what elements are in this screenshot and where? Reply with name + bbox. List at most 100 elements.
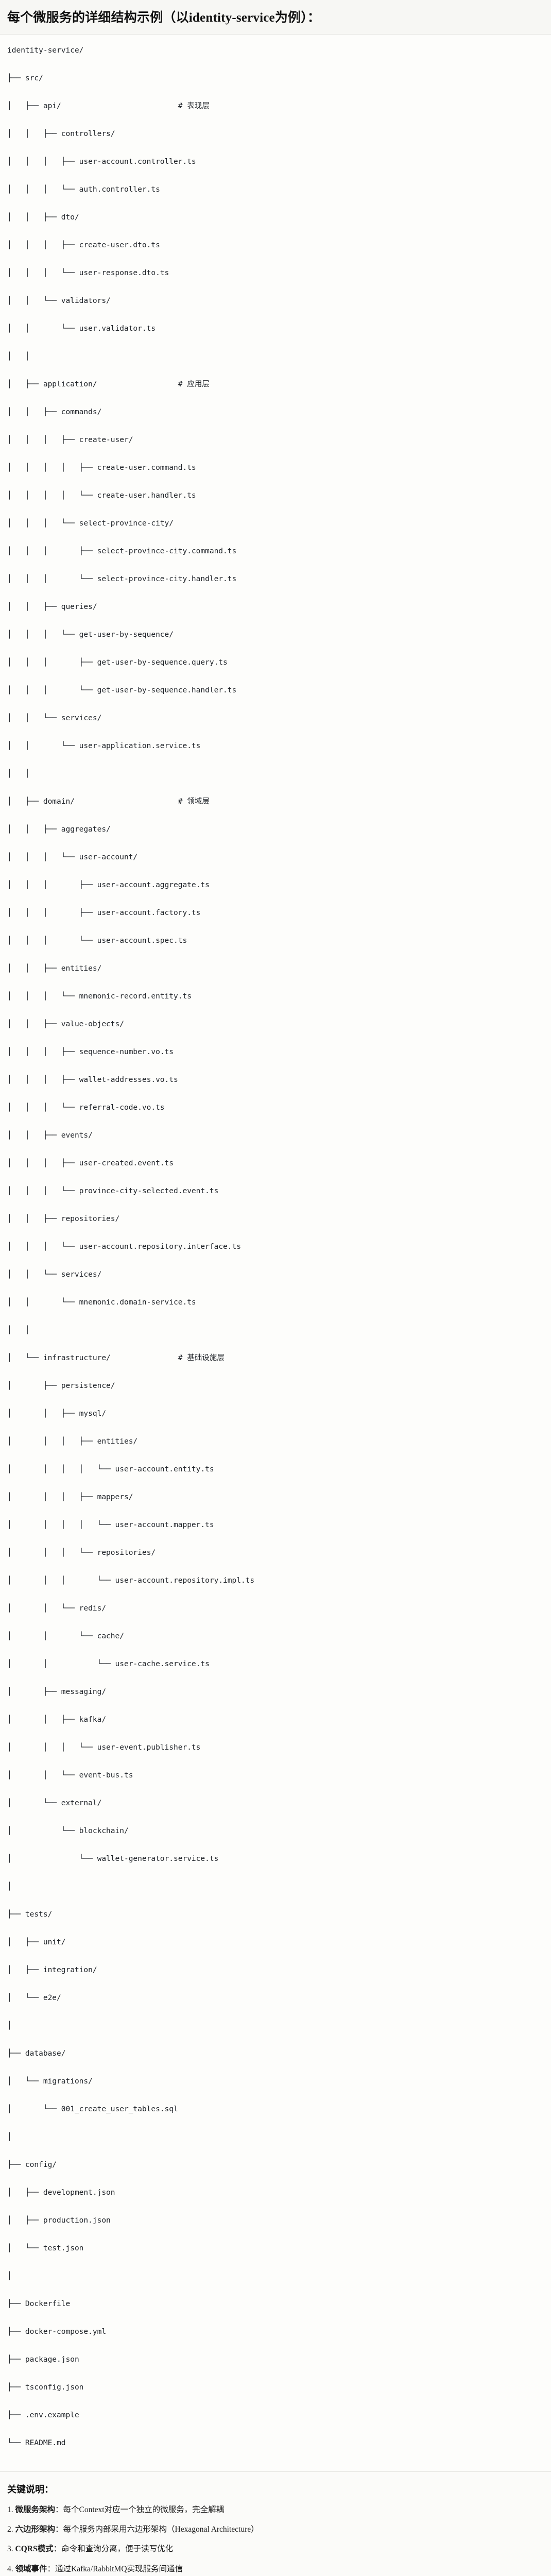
tree-line: │ │ └── cache/ [7,1632,124,1640]
tree-line: │ └── e2e/ [7,1993,61,2002]
tree-line-comment: # 应用层 [178,380,210,388]
tree-line: ├── tsconfig.json [7,2383,84,2392]
tree-line: │ [7,1882,12,1891]
key-note-description: 命令和查询分离，便于读写优化 [61,2545,174,2554]
key-note-item: 2. 六边形架构：每个服务内部采用六边形架构（Hexagonal Archite… [7,2523,544,2535]
directory-tree: identity-service/ ├── src/ │ ├── api/ # … [0,44,551,2464]
tree-line: │ │ [7,352,30,361]
tree-line: │ │ │ └── mnemonic-record.entity.ts [7,992,192,1001]
tree-line: │ │ └── event-bus.ts [7,1771,133,1780]
tree-line-comment: # 基础设施层 [178,1353,225,1362]
key-note-description: 每个服务内部采用六边形架构（Hexagonal Architecture） [63,2525,259,2534]
tree-line: │ │ ├── entities/ [7,964,102,973]
tree-line: ├── .env.example [7,2411,79,2419]
tree-line: │ │ └── redis/ [7,1604,107,1613]
tree-line: │ │ │ ├── entities/ [7,1437,138,1446]
tree-line: │ │ │ └── user-response.dto.ts [7,268,169,277]
tree-line: │ │ [7,1326,30,1334]
tree-line: identity-service/ [7,46,84,55]
key-note-index: 3. [7,2545,15,2554]
tree-line: │ └── 001_create_user_tables.sql [7,2105,178,2113]
key-note-term: CQRS模式 [15,2545,54,2554]
tree-line: │ │ │ │ └── user-account.mapper.ts [7,1520,214,1529]
tree-line: │ └── blockchain/ [7,1826,129,1835]
tree-line: │ └── test.json [7,2244,84,2252]
tree-line: │ │ ├── aggregates/ [7,825,111,834]
tree-line: │ │ │ └── referral-code.vo.ts [7,1103,165,1112]
tree-line: │ └── external/ [7,1799,102,1807]
tree-line-comment: # 表现层 [178,101,210,110]
key-note-separator: ： [53,2545,62,2554]
tree-line: ├── tests/ [7,1910,53,1919]
tree-line: │ │ │ ├── user-created.event.ts [7,1159,174,1167]
tree-line: │ │ │ ├── sequence-number.vo.ts [7,1047,174,1056]
tree-line: │ ├── persistence/ [7,1381,115,1390]
tree-line: │ ├── production.json [7,2216,111,2225]
tree-line: │ │ │ └── select-province-city.handler.t… [7,574,237,583]
tree-line: │ │ │ └── user-account/ [7,853,138,861]
tree-line: │ │ │ ├── user-account.controller.ts [7,157,196,166]
key-note-index: 4. [7,2564,15,2573]
tree-line: │ [7,2272,12,2280]
tree-line: │ │ └── user-application.service.ts [7,741,201,750]
tree-line-comment: # 领域层 [178,797,210,806]
tree-line: │ [7,2132,12,2141]
tree-line: │ │ └── validators/ [7,296,111,305]
tree-line: │ │ ├── queries/ [7,602,97,611]
key-note-description: 通过Kafka/RabbitMQ实现服务间通信 [55,2564,183,2573]
tree-line: │ │ │ ├── wallet-addresses.vo.ts [7,1075,178,1084]
directory-tree-block: identity-service/ ├── src/ │ ├── api/ # … [0,34,551,2472]
tree-line-path: │ └── infrastructure/ [7,1353,178,1362]
key-note-item: 3. CQRS模式：命令和查询分离，便于读写优化 [7,2543,544,2555]
tree-line: │ │ │ └── user-account.spec.ts [7,936,187,945]
tree-line-path: │ ├── domain/ [7,797,178,806]
tree-line: │ │ │ └── province-city-selected.event.t… [7,1187,219,1195]
tree-line: │ │ ├── controllers/ [7,129,115,138]
tree-line: │ │ │ ├── user-account.aggregate.ts [7,880,210,889]
tree-line: │ │ │ │ ├── create-user.command.ts [7,463,196,472]
tree-line: │ │ │ ├── create-user/ [7,435,133,444]
tree-line: │ │ │ └── select-province-city/ [7,519,174,528]
key-note-term: 六边形架构 [15,2525,56,2534]
tree-line: │ ├── application/ # 应用层 [7,378,544,392]
tree-line: └── README.md [7,2438,66,2447]
tree-line: ├── database/ [7,2049,66,2058]
tree-line: │ └── wallet-generator.service.ts [7,1854,219,1863]
tree-line: │ │ └── user-cache.service.ts [7,1659,210,1668]
tree-line: │ │ │ ├── get-user-by-sequence.query.ts [7,658,228,667]
tree-line: │ │ ├── commands/ [7,408,102,416]
key-note-index: 2. [7,2525,15,2534]
key-note-description: 每个Context对应一个独立的微服务，完全解耦 [63,2505,225,2514]
tree-line: │ │ │ └── user-account.repository.impl.t… [7,1576,255,1585]
tree-line: │ │ ├── value-objects/ [7,1020,124,1028]
tree-line: │ ├── unit/ [7,1938,66,1946]
key-note-item: 4. 领域事件：通过Kafka/RabbitMQ实现服务间通信 [7,2563,544,2575]
tree-line: │ │ ├── events/ [7,1131,93,1140]
tree-line: │ │ ├── kafka/ [7,1715,107,1724]
tree-line: ├── Dockerfile [7,2299,71,2308]
key-note-separator: ： [47,2564,56,2573]
tree-line: │ │ │ ├── select-province-city.command.t… [7,547,237,555]
key-note-index: 1. [7,2505,15,2514]
tree-line: │ └── migrations/ [7,2077,93,2086]
tree-line-path: │ ├── application/ [7,380,178,388]
tree-line: ├── config/ [7,2160,57,2169]
tree-line: │ ├── domain/ # 领域层 [7,795,544,809]
tree-line: │ │ │ └── get-user-by-sequence/ [7,630,174,639]
tree-line: │ │ │ │ └── user-account.entity.ts [7,1465,214,1473]
key-note-term: 领域事件 [15,2564,47,2573]
key-note-separator: ： [55,2525,63,2534]
tree-line: ├── docker-compose.yml [7,2327,107,2336]
tree-line: │ │ │ ├── create-user.dto.ts [7,241,160,249]
page-title: 每个微服务的详细结构示例（以identity-service为例）： [7,11,321,25]
tree-line-path: │ ├── api/ [7,101,178,110]
tree-line: │ │ ├── mysql/ [7,1409,107,1418]
key-note-separator: ： [55,2505,63,2514]
tree-line: │ │ └── services/ [7,714,102,722]
tree-line: │ ├── api/ # 表现层 [7,99,544,113]
tree-line: │ └── infrastructure/ # 基础设施层 [7,1351,544,1365]
tree-line: │ │ ├── dto/ [7,213,79,222]
key-notes-heading: 关键说明： [7,2484,54,2495]
